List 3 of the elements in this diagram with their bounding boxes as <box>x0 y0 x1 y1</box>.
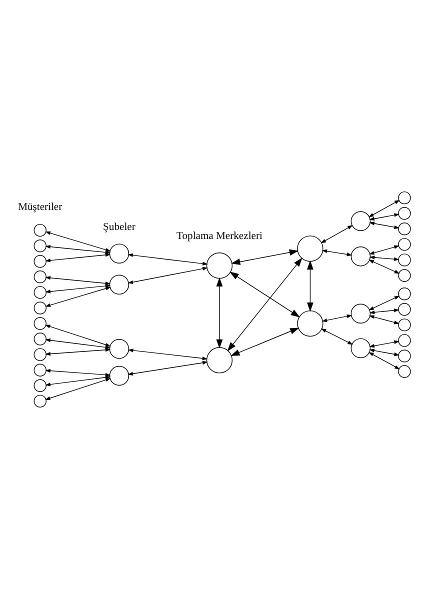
label: Toplama Merkezleri <box>176 230 262 242</box>
label: Şubeler <box>103 221 136 232</box>
label: Müşteriler <box>18 202 62 213</box>
